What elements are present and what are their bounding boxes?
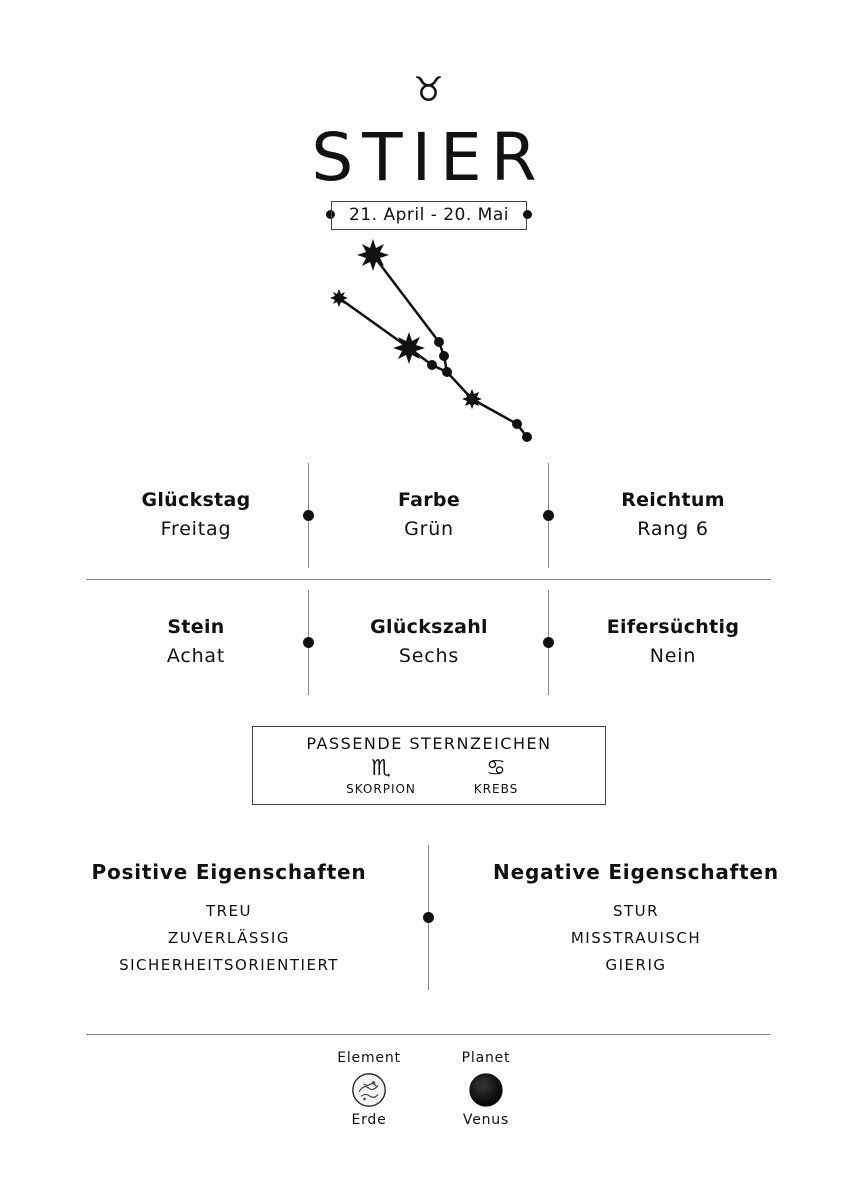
fact-value: Grün (404, 518, 454, 540)
star-zeta-icon (330, 289, 348, 307)
date-right-dot (523, 210, 532, 219)
trait-item: MISSTRAUISCH (570, 929, 702, 947)
compatible-sign-cancer: ♋ KREBS (451, 757, 541, 797)
planet-value: Venus (462, 1112, 510, 1128)
date-left-dot (326, 210, 335, 219)
divider-dot (423, 912, 434, 923)
trait-item: ZUVERLÄSSIG (168, 929, 290, 947)
fact-color: Farbe Grün (309, 486, 549, 544)
fact-lucky-day: Glückstag Freitag (76, 486, 316, 544)
star-small-icon (522, 432, 532, 442)
element-value: Erde (351, 1112, 387, 1128)
positive-traits-heading: Positive Eigenschaften (91, 860, 367, 884)
star-aldebaran-icon (357, 239, 389, 271)
taurus-constellation (330, 239, 532, 442)
trait-item: SICHERHEITSORIENTIERT (119, 956, 339, 974)
star-small-icon (442, 367, 452, 377)
divider-horizontal (86, 579, 771, 580)
positive-traits-list: TREU ZUVERLÄSSIG SICHERHEITSORIENTIERT (59, 898, 399, 979)
fact-label: Stein (167, 616, 225, 638)
venus-planet-icon (469, 1073, 503, 1107)
trait-item: STUR (612, 902, 660, 920)
fact-value: Sechs (398, 645, 460, 667)
fact-wealth: Reichtum Rang 6 (553, 486, 793, 544)
planet-label: Planet (461, 1050, 511, 1066)
cancer-icon: ♋ (486, 756, 506, 781)
negative-traits-list: STUR MISSTRAUISCH GIERIG (466, 898, 806, 979)
fact-label: Eifersüchtig (606, 616, 740, 638)
negative-traits-heading: Negative Eigenschaften (493, 860, 779, 884)
element-legend: Element Erde (314, 1049, 424, 1129)
divider-dot (303, 510, 314, 521)
fact-value: Rang 6 (637, 518, 709, 540)
fact-lucky-number: Glückszahl Sechs (309, 613, 549, 671)
page-title: STIER (311, 119, 546, 196)
scorpio-icon: ♏ (371, 756, 391, 781)
star-small-icon (427, 360, 437, 370)
fact-jealous: Eifersüchtig Nein (553, 613, 793, 671)
star-small-icon (439, 351, 449, 361)
star-elnath-icon (393, 332, 425, 364)
trait-item: GIERIG (605, 956, 667, 974)
fact-value: Freitag (160, 518, 232, 540)
star-small-icon (512, 419, 522, 429)
fact-value: Nein (649, 645, 697, 667)
compatible-signs-title: PASSENDE STERNZEICHEN (306, 734, 552, 753)
fact-stone: Stein Achat (76, 613, 316, 671)
divider-dot (543, 510, 554, 521)
fact-label: Glückstag (141, 489, 251, 511)
element-label: Element (337, 1050, 401, 1066)
divider-horizontal (86, 1034, 771, 1035)
taurus-icon: ♉ (413, 70, 444, 110)
compatible-sign-label: KREBS (473, 782, 519, 796)
date-range: 21. April - 20. Mai (331, 201, 527, 230)
planet-legend: Planet Venus (431, 1049, 541, 1129)
trait-item: TREU (205, 902, 253, 920)
fact-label: Farbe (397, 489, 461, 511)
divider-dot (303, 637, 314, 648)
fact-label: Reichtum (621, 489, 725, 511)
compatible-signs-box: PASSENDE STERNZEICHEN ♏ SKORPION ♋ KREBS (252, 726, 606, 805)
earth-icon (352, 1073, 386, 1107)
compatible-sign-label: SKORPION (346, 782, 416, 796)
fact-value: Achat (166, 645, 226, 667)
compatible-sign-scorpio: ♏ SKORPION (336, 757, 426, 797)
star-small-icon (434, 337, 444, 347)
star-lambda-icon (462, 389, 482, 409)
divider-dot (543, 637, 554, 648)
fact-label: Glückszahl (370, 616, 488, 638)
